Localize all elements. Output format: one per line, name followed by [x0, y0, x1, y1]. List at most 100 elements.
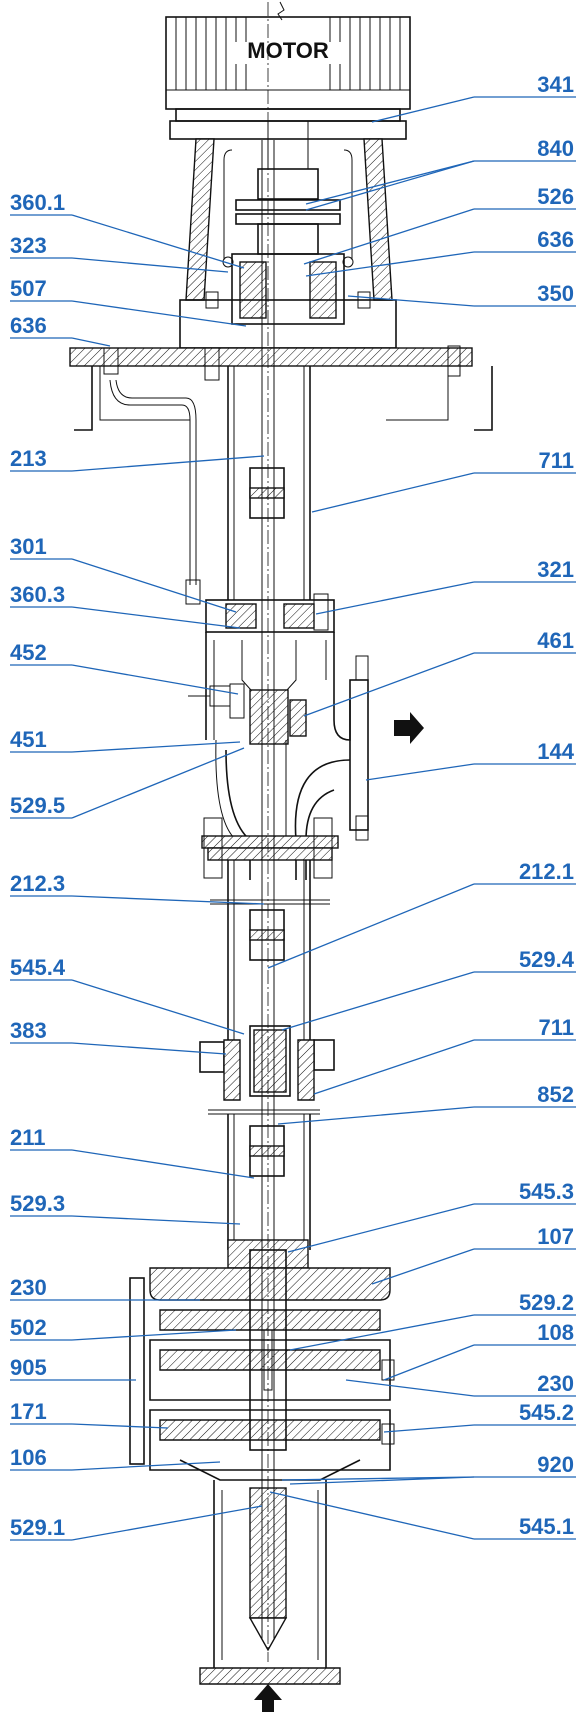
callout-label-right: 529.4 [519, 947, 575, 972]
callout-label-left: 230 [10, 1275, 47, 1300]
callout-leader [71, 257, 229, 273]
callout-label-left: 360.1 [10, 190, 65, 215]
callout-label-left: 171 [10, 1399, 47, 1424]
upper-column [227, 366, 311, 600]
callout-label-right: 545.2 [519, 1400, 574, 1425]
callout-label-right: 107 [537, 1224, 574, 1249]
callout-label-left: 106 [10, 1445, 47, 1470]
callout-leader [347, 295, 475, 307]
callout-label-left: 636 [10, 313, 47, 338]
callout-leader [71, 337, 111, 347]
callout-label-right: 341 [537, 72, 574, 97]
callout-label-right: 212.1 [519, 859, 574, 884]
callout-leader [315, 581, 475, 615]
callout-leader [71, 1461, 221, 1471]
callout-leader [287, 1203, 475, 1253]
bearing-housing [188, 593, 335, 745]
callout-leader [289, 1476, 475, 1485]
callout-label-left: 545.4 [10, 955, 66, 980]
callout-leader [371, 96, 475, 123]
callout-label-right: 321 [537, 557, 574, 582]
callout-leader [71, 1215, 241, 1225]
callout-leader [289, 1314, 475, 1351]
callout-leader [71, 214, 245, 269]
callout-leader [371, 1248, 475, 1285]
callout-leader [311, 472, 475, 513]
callout-label-left: 529.5 [10, 793, 65, 818]
callout-label-right: 545.3 [519, 1179, 574, 1204]
callout-label-left: 383 [10, 1018, 47, 1043]
callout-label-left: 212.3 [10, 871, 65, 896]
callouts-left: 360.1 323 507 636 213 301 360.3 452 451 529.5 212.… [10, 190, 265, 1541]
callout-leader [71, 1423, 169, 1429]
motor-label: MOTOR [247, 38, 329, 63]
callout-leader [383, 1344, 475, 1381]
callout-label-right: 529.2 [519, 1290, 574, 1315]
callout-label-right: 461 [537, 628, 574, 653]
callout-label-right: 144 [537, 739, 574, 764]
motor-lantern [185, 120, 393, 325]
callout-label-right: 840 [537, 136, 574, 161]
callout-leader [71, 1329, 237, 1341]
callout-leader [71, 606, 241, 629]
callout-leader [281, 1476, 475, 1481]
callout-label-left: 323 [10, 233, 47, 258]
base-plate [69, 299, 493, 605]
callout-leader [71, 558, 237, 613]
motor: MOTOR [165, 1, 411, 140]
callout-leader [71, 300, 247, 327]
callout-leader [305, 251, 475, 277]
callout-leader [305, 160, 475, 211]
callout-label-right: 545.1 [519, 1514, 574, 1539]
pump-bowls [129, 1239, 395, 1481]
callout-label-right: 108 [537, 1320, 574, 1345]
callout-leader [303, 208, 475, 265]
callout-leader [281, 971, 475, 1031]
callout-label-left: 211 [10, 1125, 46, 1150]
callout-leader [71, 455, 265, 472]
callout-label-right: 852 [537, 1082, 574, 1107]
callout-leader [71, 1149, 255, 1179]
callout-leader [71, 664, 239, 695]
callout-leader [383, 1424, 475, 1433]
callout-label-left: 451 [10, 727, 47, 752]
callout-leader [313, 1039, 475, 1095]
callout-label-right: 230 [537, 1371, 574, 1396]
callout-leader [345, 1379, 475, 1397]
callout-leader [71, 1505, 263, 1541]
callouts-right: 341 840 526 636 350 711 321 461 144 212.1 529.4 711… [267, 72, 576, 1540]
callout-leader [71, 741, 241, 753]
callout-label-left: 529.3 [10, 1191, 65, 1216]
callout-leader [365, 763, 475, 781]
callout-label-right: 711 [539, 448, 575, 473]
callout-label-right: 526 [537, 184, 574, 209]
callout-label-right: 636 [537, 227, 574, 252]
callout-label-left: 452 [10, 640, 47, 665]
suction-bell [199, 1480, 341, 1685]
callout-leader [71, 979, 245, 1035]
callout-leader [303, 652, 475, 717]
inlet-arrow-icon [254, 1684, 282, 1712]
callout-label-left: 507 [10, 276, 47, 301]
intermediate-bearing [199, 1025, 335, 1250]
callout-leader [269, 1491, 475, 1540]
callout-label-left: 502 [10, 1315, 47, 1340]
callout-label-left: 213 [10, 446, 47, 471]
mid-flange [201, 817, 339, 1070]
callout-leader [71, 1042, 227, 1055]
callout-label-left: 905 [10, 1355, 47, 1380]
callout-label-left: 360.3 [10, 582, 65, 607]
callout-leader [305, 160, 475, 205]
callout-leader [277, 1106, 475, 1125]
callout-leader [71, 747, 245, 819]
callout-label-left: 301 [10, 534, 47, 559]
callout-label-right: 711 [539, 1015, 575, 1040]
callout-label-left: 529.1 [10, 1515, 65, 1540]
callout-leader [71, 895, 265, 905]
outlet-arrow-icon [394, 712, 424, 744]
callout-label-right: 350 [537, 281, 574, 306]
callout-leader [267, 883, 475, 969]
callout-label-right: 920 [537, 1452, 574, 1477]
